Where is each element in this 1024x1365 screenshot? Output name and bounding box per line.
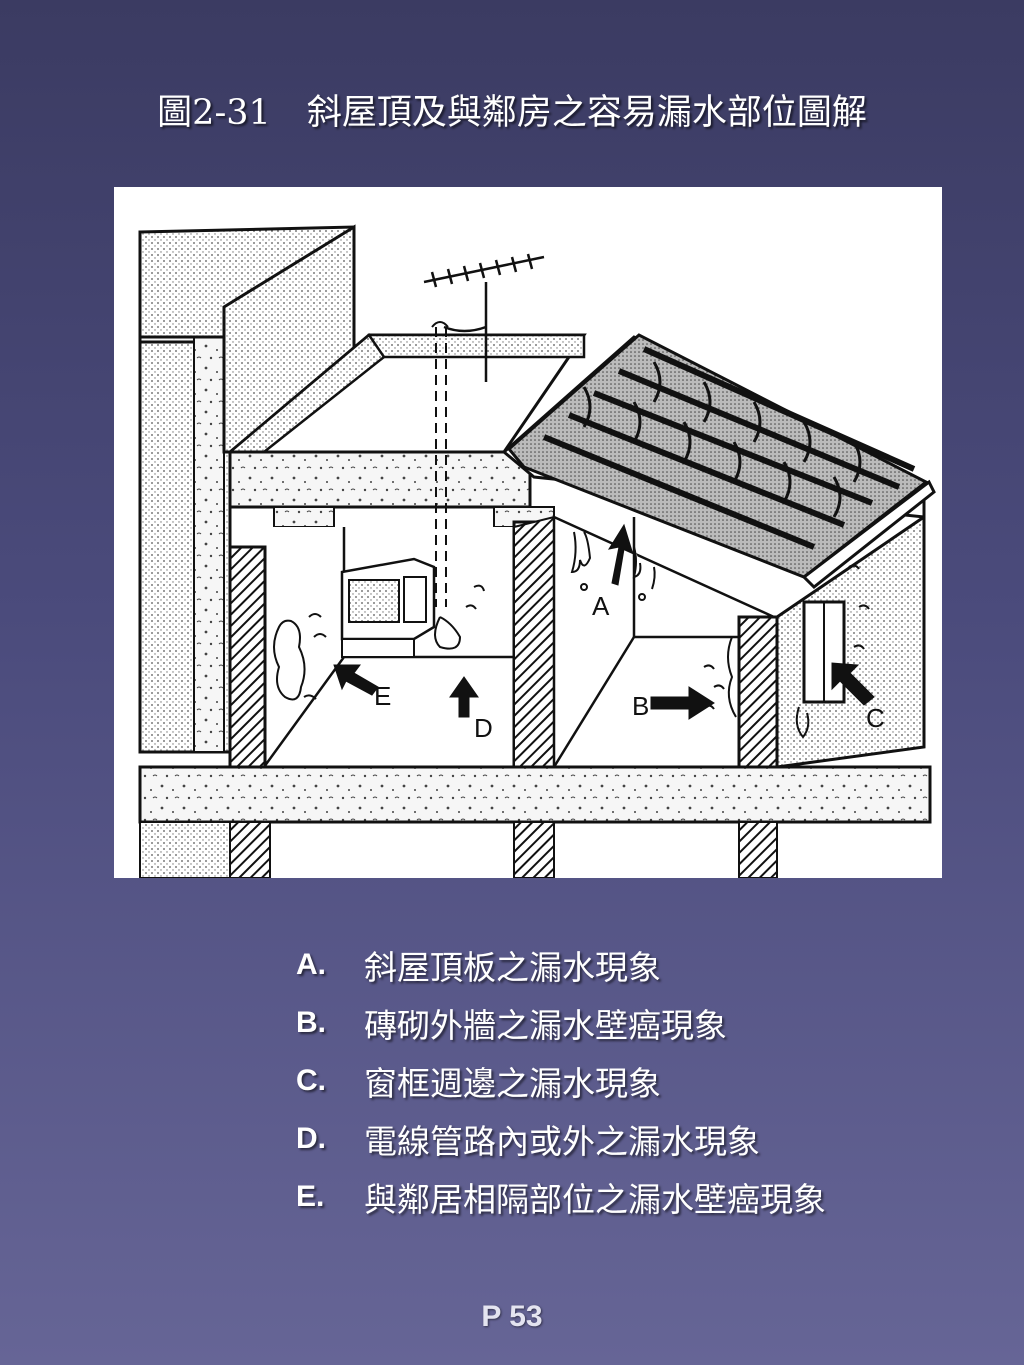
legend-item-d: D. 電線管路內或外之漏水現象 <box>296 1110 956 1168</box>
microwave-appliance <box>340 557 436 658</box>
legend-text: 磚砌外牆之漏水壁癌現象 <box>364 1006 727 1045</box>
window-leak-c <box>795 564 870 739</box>
legend-text: 窗框週邊之漏水現象 <box>364 1064 661 1103</box>
label-a: A <box>592 591 610 621</box>
interior-room-right <box>513 514 926 769</box>
legend-text: 斜屋頂板之漏水現象 <box>364 948 661 987</box>
label-e: E <box>374 681 391 711</box>
legend-letter: A. <box>296 948 326 981</box>
tv-antenna <box>423 253 545 382</box>
legend-letter: B. <box>296 1006 326 1039</box>
roof-leak-drips-a <box>570 531 656 601</box>
figure-title: 圖2-31 斜屋頂及與鄰房之容易漏水部位圖解 <box>0 84 1024 135</box>
lower-floor-slab <box>138 765 932 878</box>
upper-floor-slab <box>228 450 555 528</box>
callout-arrows <box>333 523 875 720</box>
figure-number: 圖2-31 <box>157 93 271 133</box>
legend-letter: C. <box>296 1064 326 1097</box>
legend-text: 與鄰居相隔部位之漏水壁癌現象 <box>364 1180 826 1219</box>
dripping-water-pipe <box>431 321 485 650</box>
page-number: P 53 <box>481 1300 543 1333</box>
figure-caption: 斜屋頂及與鄰房之容易漏水部位圖解 <box>306 93 867 133</box>
leak-diagram-illustration: A B C D E <box>114 187 942 878</box>
sloped-tile-roof <box>501 333 936 590</box>
legend-letter: E. <box>296 1180 325 1213</box>
wall-damage-e <box>273 613 327 701</box>
legend-item-e: E. 與鄰居相隔部位之漏水壁癌現象 <box>296 1168 956 1226</box>
legend-item-a: A. 斜屋頂板之漏水現象 <box>296 936 956 994</box>
label-b: B <box>632 691 649 721</box>
label-c: C <box>866 703 885 733</box>
label-d: D <box>474 713 493 743</box>
legend-item-b: B. 磚砌外牆之漏水壁癌現象 <box>296 994 956 1052</box>
legend-item-c: C. 窗框週邊之漏水現象 <box>296 1052 956 1110</box>
legend-letter: D. <box>296 1122 326 1155</box>
leak-legend-list: A. 斜屋頂板之漏水現象 B. 磚砌外牆之漏水壁癌現象 C. 窗框週邊之漏水現象… <box>296 936 956 1226</box>
legend-text: 電線管路內或外之漏水現象 <box>364 1122 760 1161</box>
house-cutaway-drawing: A B C D E <box>138 224 936 878</box>
